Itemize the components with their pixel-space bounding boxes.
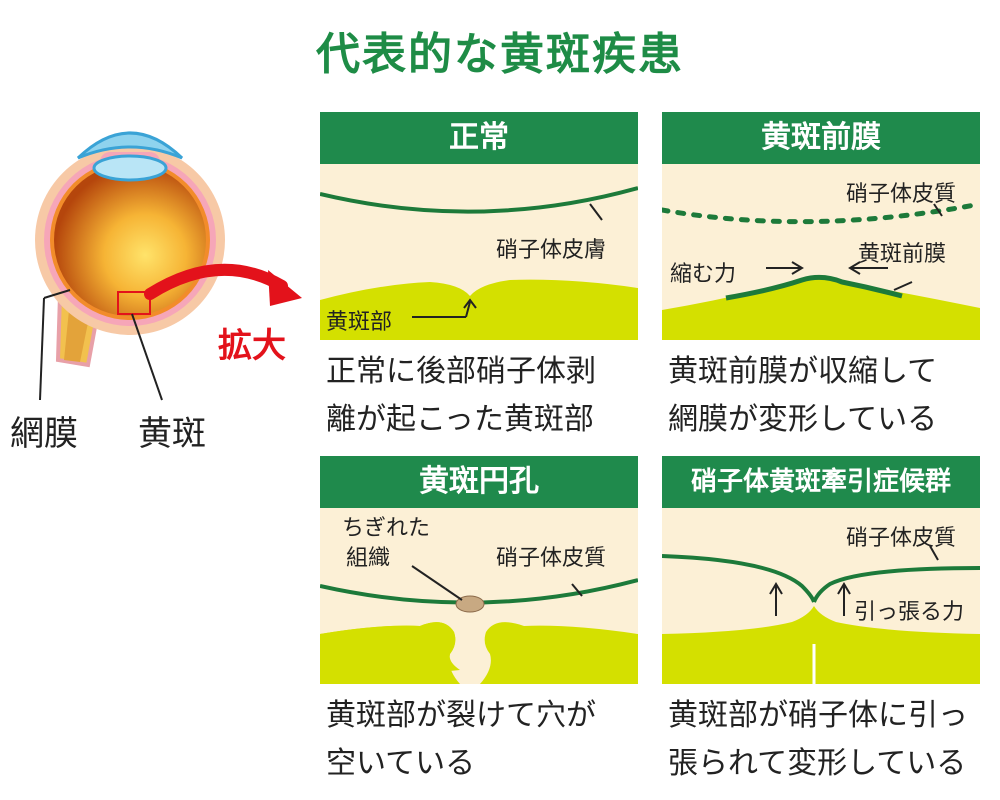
panel-caption: 黄斑部が硝子体に引っ 張られて変形している — [668, 692, 1000, 788]
retina-label: 網膜 — [10, 414, 78, 454]
label-force: 引っ張る力 — [854, 600, 965, 625]
panel-heading: 黄斑前膜 — [662, 112, 980, 164]
caption-line: 離が起こった黄斑部 — [326, 402, 594, 437]
panel-heading: 黄斑円孔 — [320, 456, 638, 508]
label-force: 縮む力 — [670, 262, 737, 287]
eye-illustration: 網膜 黄斑 — [0, 100, 320, 460]
caption-line: 黄斑前膜が収縮して — [668, 354, 938, 389]
panel-macular-hole: ちぎれた 組織 硝子体皮質 黄斑円孔 黄斑部が裂けて穴が 空いている — [320, 456, 638, 796]
caption-line: 網膜が変形している — [668, 402, 938, 437]
panel-vitreomacular-traction: 硝子体皮質 引っ張る力 硝子体黄斑牽引症候群 黄斑部が硝子体に引っ 張られて変形… — [662, 456, 980, 796]
label-macula: 黄斑部 — [326, 310, 393, 335]
panel-caption: 黄斑前膜が収縮して 網膜が変形している — [668, 348, 1000, 444]
page-title: 代表的な黄斑疾患 — [316, 29, 684, 80]
macula-label: 黄斑 — [138, 414, 206, 454]
label-vitreous: 硝子体皮質 — [846, 182, 957, 207]
panel-normal: 硝子体皮膚 黄斑部 正常 正常に後部硝子体剥 離が起こった黄斑部 — [320, 112, 638, 452]
label-torn-2: 組織 — [346, 546, 391, 571]
panel-heading: 正常 — [320, 112, 638, 164]
caption-line: 張られて変形している — [668, 746, 967, 781]
label-vitreous: 硝子体皮膚 — [496, 238, 607, 263]
caption-line: 空いている — [326, 746, 476, 781]
label-torn-1: ちぎれた — [342, 516, 431, 541]
caption-line: 正常に後部硝子体剥 — [326, 354, 596, 389]
eye-cross-section-icon — [35, 131, 302, 401]
caption-line: 黄斑部が硝子体に引っ — [668, 698, 968, 733]
panel-epiretinal-membrane: 硝子体皮質 黄斑前膜 縮む力 黄斑前膜 黄斑前膜が収縮して 網膜が変形している — [662, 112, 980, 452]
panel-caption: 正常に後部硝子体剥 離が起こった黄斑部 — [326, 348, 666, 444]
panel-caption: 黄斑部が裂けて穴が 空いている — [326, 692, 666, 788]
label-vitreous: 硝子体皮質 — [496, 546, 607, 571]
label-membrane: 黄斑前膜 — [858, 242, 947, 267]
label-vitreous: 硝子体皮質 — [846, 526, 957, 551]
enlarge-label: 拡大 — [218, 326, 286, 366]
caption-line: 黄斑部が裂けて穴が — [326, 698, 596, 733]
panel-heading: 硝子体黄斑牽引症候群 — [662, 456, 980, 508]
